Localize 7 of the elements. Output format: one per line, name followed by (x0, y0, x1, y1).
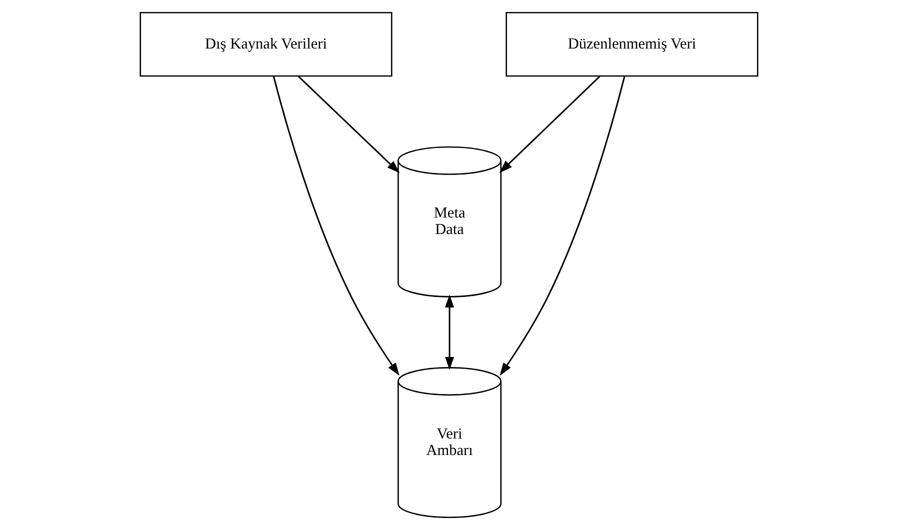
arrow (272, 76, 400, 376)
arrow (298, 76, 400, 174)
arrow (499, 76, 600, 173)
node-box: Dış Kaynak Verileri (140, 12, 392, 77)
node-box: Düzenlenmemiş Veri (506, 12, 758, 77)
arrow (445, 294, 454, 370)
arrow (500, 76, 626, 376)
